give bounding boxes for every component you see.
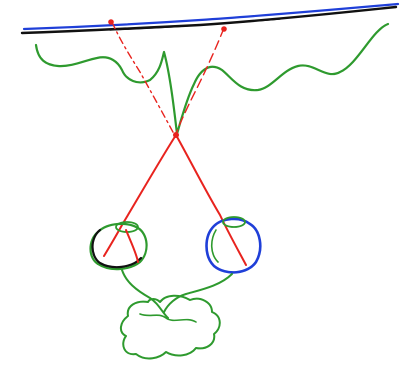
top-surface-black-overstroke	[109, 18, 281, 31]
sight-lines	[103, 134, 247, 266]
left-eye	[89, 221, 148, 271]
left-eye-outline	[89, 222, 148, 271]
right-eye-lens	[222, 216, 246, 228]
right-eye-outline	[205, 217, 262, 274]
green-wavy-contour	[34, 22, 390, 136]
sight-line-to-left-eye	[103, 134, 177, 257]
left-eye-red-line	[125, 229, 139, 263]
brain-outline	[120, 294, 221, 360]
converging-beams	[108, 19, 227, 138]
top-surface-blue-line	[22, 2, 400, 31]
left-dashed-beam	[111, 21, 175, 135]
sight-line-to-right-eye	[175, 134, 247, 266]
right-optic-nerve	[163, 273, 233, 313]
right-dashed-beam	[175, 27, 225, 135]
right-eye	[205, 216, 262, 274]
beam-origin-right	[221, 26, 227, 32]
left-eye-black-overstroke	[91, 228, 143, 269]
brain-fold	[139, 313, 197, 323]
top-surface	[20, 2, 400, 35]
optic-nerves	[121, 269, 233, 319]
beam-origin-left	[108, 19, 114, 25]
right-eye-green-overstroke	[210, 229, 219, 263]
